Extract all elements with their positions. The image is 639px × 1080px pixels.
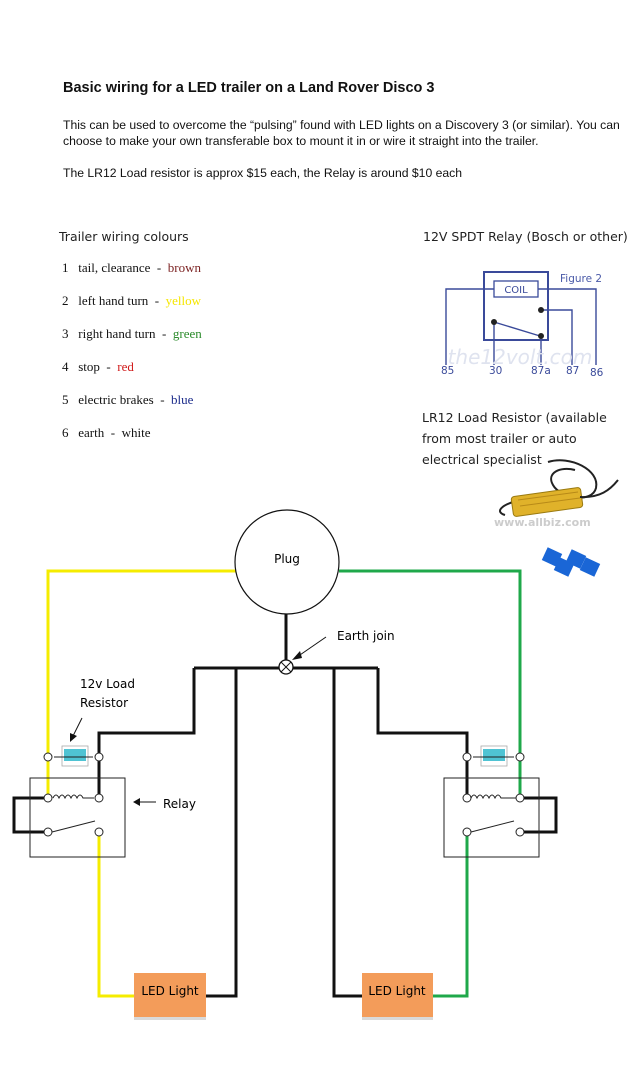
plug-circle — [234, 509, 340, 615]
wire-left-relay-loop — [12, 796, 48, 834]
relay-heading: 12V SPDT Relay (Bosch or other) — [423, 229, 628, 244]
right-relay — [443, 777, 540, 858]
wiring-item-label: right hand turn — [78, 326, 156, 341]
wiring-item-colour: red — [117, 359, 134, 374]
left-led-light — [134, 973, 206, 1017]
wire-earth-right-led — [332, 668, 362, 998]
wiring-item-label: stop — [78, 359, 100, 374]
wiring-colour-item: 4 stop - red — [62, 359, 134, 374]
load-resistor-arrow — [72, 717, 83, 737]
earth-join-label: Earth join — [337, 629, 395, 643]
wiring-item-number: 1 — [62, 260, 69, 275]
wiring-colours-heading: Trailer wiring colours — [59, 229, 189, 244]
wiring-item-number: 5 — [62, 392, 69, 407]
relay-label: Relay — [163, 797, 196, 811]
resistor-heading: LR12 Load Resistor (available from most … — [422, 410, 607, 467]
relay-pin-85: 85 — [441, 365, 454, 377]
plug-label: Plug — [274, 552, 300, 566]
wiring-item-number: 2 — [62, 293, 69, 308]
wiring-item-label: tail, clearance — [78, 260, 151, 275]
wiring-item-colour: green — [172, 326, 202, 341]
wiring-colours-list: 1 tail, clearance - brown 2 left hand tur… — [62, 260, 202, 458]
wire-green-output — [433, 832, 469, 998]
relay-pin-30: 30 — [489, 365, 502, 377]
relay-figure-caption: Figure 2 — [560, 273, 602, 285]
right-led-label: LED Light — [368, 984, 426, 998]
relay-pin-87a: 87a — [531, 365, 551, 377]
intro-paragraph: This can be used to overcome the “pulsin… — [63, 118, 620, 148]
wiring-colour-item: 5 electric brakes - blue — [62, 392, 194, 407]
wiring-item-number: 6 — [62, 425, 69, 440]
wiring-colour-item: 3 right hand turn - green — [62, 326, 202, 341]
wire-earth-left-led — [206, 668, 238, 998]
load-resistor-label-line2: Resistor — [80, 696, 128, 710]
price-note: The LR12 Load resistor is approx $15 eac… — [63, 166, 463, 180]
wire-yellow-input — [46, 569, 236, 757]
right-load-resistor — [462, 745, 525, 767]
wiring-colour-item: 2 left hand turn - yellow — [62, 293, 202, 308]
left-led-label: LED Light — [141, 984, 199, 998]
left-relay — [29, 777, 126, 858]
right-led-light — [362, 973, 433, 1017]
wiring-item-number: 4 — [62, 359, 69, 374]
wiring-item-label: earth — [78, 425, 105, 440]
relay-pin-87: 87 — [566, 365, 579, 377]
earth-join-arrow — [296, 636, 327, 658]
wiring-item-colour: brown — [167, 260, 201, 275]
wiring-item-label: electric brakes — [78, 392, 154, 407]
wire-green-input — [339, 569, 522, 757]
wiring-item-label: left hand turn — [78, 293, 149, 308]
wiring-item-colour: yellow — [165, 293, 202, 308]
wiring-item-colour: blue — [171, 392, 194, 407]
relay-pin-86: 86 — [590, 367, 604, 379]
resistor-watermark: www.allbiz.com — [494, 516, 591, 529]
wiring-colour-item: 1 tail, clearance - brown — [62, 260, 201, 275]
wire-yellow-output — [97, 832, 134, 998]
wire-right-relay-loop — [520, 796, 558, 834]
wiring-item-colour: white — [121, 425, 151, 440]
load-resistor-photo: www.allbiz.com — [494, 459, 619, 577]
page-title: Basic wiring for a LED trailer on a Land… — [63, 80, 435, 96]
wiring-item-number: 3 — [62, 326, 69, 341]
left-load-resistor — [43, 745, 104, 767]
relay-figure: Figure 2 COIL the12volt.com 85 30 87a 87… — [441, 262, 604, 379]
relay-watermark: the12volt.com — [448, 345, 593, 369]
load-resistor-label-line1: 12v Load — [80, 677, 135, 691]
wire-earth-left-relay — [97, 668, 196, 798]
wiring-colour-item: 6 earth - white — [62, 425, 151, 440]
wire-earth-right-relay — [376, 668, 469, 798]
relay-coil-label: COIL — [504, 285, 528, 296]
